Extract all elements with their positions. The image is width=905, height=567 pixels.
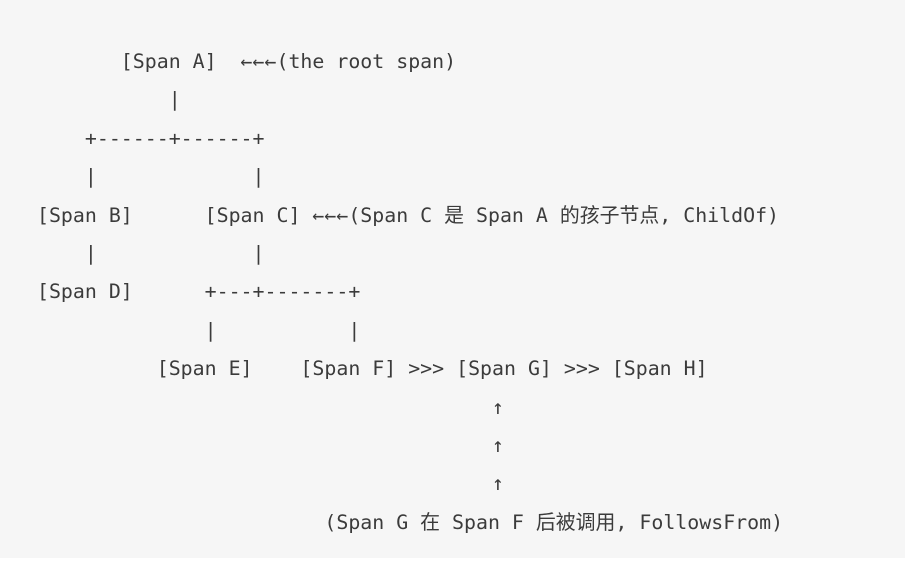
diagram-line-up-arrow-2: ↑ [25,433,505,457]
diagram-line-connector-pipes: | | [25,241,265,265]
diagram-line-connector: | [25,88,181,112]
diagram-line-branch-top: +------+------+ [25,126,265,150]
diagram-line-up-arrow-1: ↑ [25,395,505,419]
diagram-line-sub-branch-pipes: | | [25,318,361,342]
span-tree-ascii-diagram: [Span A] ←←←(the root span) | +------+--… [25,43,783,542]
diagram-line-branch-pipes: | | [25,165,265,189]
diagram-line-up-arrow-3: ↑ [25,472,505,496]
diagram-line-root-span: [Span A] ←←←(the root span) [25,50,457,73]
diagram-line-span-d-branch: [Span D] +---+-------+ [25,280,361,304]
diagram-line-span-e-f-g-h: [Span E] [Span F] >>> [Span G] >>> [Span… [25,357,708,381]
diagram-line-span-b-c: [Span B] [Span C] ←←←(Span C 是 Span A 的孩… [25,203,780,227]
diagram-line-follows-from-annotation: (Span G 在 Span F 后被调用, FollowsFrom) [25,510,784,534]
